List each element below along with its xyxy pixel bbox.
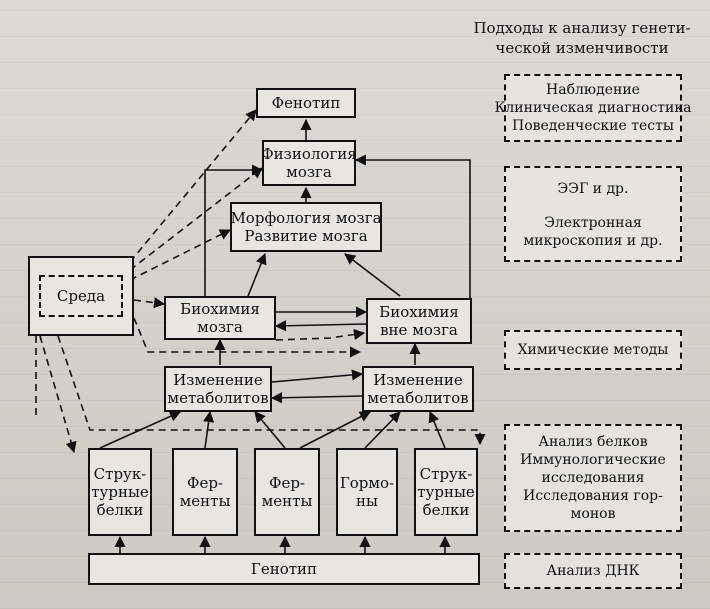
approach-chemical-box: Химические методы [504,330,682,370]
brain-physiology-box: Физиология мозга [261,140,357,186]
approach-proteins-box: Анализ белков Иммунологические исследова… [504,424,682,532]
hormones-box: Гормо- ны [336,448,398,536]
arrow-extra-biochem-morphology [344,253,401,297]
env-arrow-morphology [129,229,232,281]
approach-observation-box: Наблюдение Клиническая диагностика Повед… [495,74,691,142]
environment-box: Среда [28,256,134,336]
genotype-box: Генотип [88,553,480,585]
environment-inner-frame: Среда [38,275,124,317]
approach-eeg-microscopy-box: ЭЭГ и др. Электронная микроскопия и др. [504,166,682,262]
env-arrow-phenotype [129,109,257,263]
extra-brain-biochemistry-box: Биохимия вне мозга [366,298,472,344]
arrow-hormones-metab-right [364,411,401,449]
approach-dna-box: Анализ ДНК [504,553,682,589]
enzymes-box-1: Фер- менты [172,448,238,536]
env-arrow-struct-proteins [39,335,77,454]
env-arrow-metab-right [133,317,362,358]
structural-proteins-box-1: Струк- турные белки [88,448,152,536]
enzymes-box-2: Фер- менты [254,448,320,536]
metabolites-right-box: Изменение метаболитов [362,366,474,412]
arrow-brain-biochem-morphology [247,252,267,297]
structural-proteins-box-2: Струк- турные белки [414,448,478,536]
phenotype-box: Фенотип [256,88,356,118]
arrow-extra-biochem-physiology [354,154,471,298]
brain-morphology-box: Морфология мозга Развитие мозга [230,202,382,252]
diagram-title: Подходы к анализу генети- ческой изменчи… [473,19,691,57]
env-arrow-extra-biochem [275,328,366,341]
arrow-brain-biochem-physiology [204,164,264,296]
arrow-metab-left-right [271,369,364,383]
metabolites-left-box: Изменение метаболитов [164,366,272,412]
env-arrow-brain-biochem [133,297,166,309]
arrow-extra-to-brain-biochem [274,320,367,332]
env-arrow-proteins-row [57,335,486,446]
arrow-enzymes2-metab-right [299,411,371,449]
env-arrow-physiology [129,167,263,271]
arrow-metab-right-left [270,392,363,404]
brain-biochemistry-box: Биохимия мозга [164,296,276,340]
